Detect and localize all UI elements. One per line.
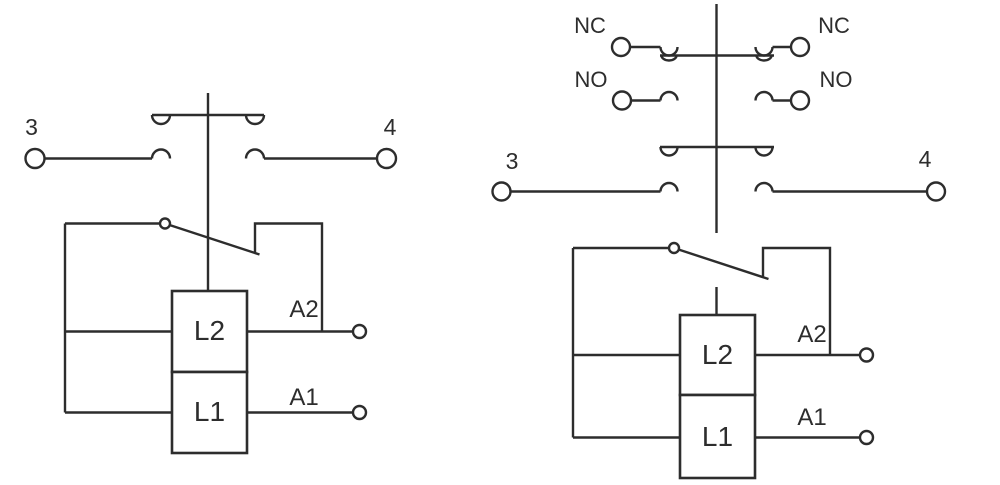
terminal-3-label: 3: [506, 148, 519, 174]
fixed-contact-bump-right: [244, 148, 266, 159]
coil-L2-label: L2: [702, 339, 733, 370]
pivot-circle: [667, 241, 681, 255]
terminal-A1-label: A1: [289, 384, 318, 411]
main-bridge-cup-right: [754, 146, 774, 157]
switch-blade: [678, 248, 769, 281]
terminal-A1-circle: [858, 429, 875, 446]
terminal-4-label: 4: [919, 146, 932, 172]
terminal-3-circle: [24, 147, 46, 170]
terminal-3-label: 3: [25, 114, 38, 140]
aux-nc-left-label: NC: [574, 13, 606, 38]
terminal-A1-label: A1: [797, 404, 826, 431]
fixed-contact-bump-left: [150, 148, 172, 159]
left-diagram: 3 4 L2 L1 A2 A1: [24, 93, 398, 455]
terminal-A1-circle: [351, 404, 368, 421]
hook-wire: [761, 246, 832, 355]
aux-no-right-terminal-circle: [789, 90, 811, 111]
fixed-contact-bump-right: [754, 181, 774, 192]
terminal-4-circle: [375, 147, 398, 170]
aux-nc-left-bridge-bump: [660, 55, 678, 62]
coil-block-L1: [170, 370, 249, 455]
aux-no-left-terminal-circle: [611, 90, 633, 111]
main-bridge-cup-left: [659, 146, 679, 157]
aux-no-right-contact-bump: [754, 90, 774, 101]
aux-no-left-contact-bump: [659, 90, 679, 101]
fixed-contact-bump-left: [659, 181, 679, 192]
coil-L2-label: L2: [194, 315, 225, 346]
bridge-contact-cup-left: [150, 114, 172, 126]
aux-nc-right-bridge-bump: [755, 55, 773, 62]
aux-nc-right-label: NC: [818, 13, 850, 38]
terminal-A2-circle: [351, 323, 368, 340]
aux-no-left-label: NO: [575, 67, 608, 92]
coil-L1-label: L1: [194, 396, 225, 427]
right-diagram: NC NC NO NO 3 4: [491, 4, 947, 480]
coil-L1-label: L1: [702, 421, 733, 452]
terminal-3-circle: [491, 181, 512, 202]
terminal-A2-circle: [858, 347, 875, 363]
aux-nc-left-contact-cup: [659, 46, 679, 57]
terminal-4-label: 4: [384, 114, 397, 140]
aux-nc-right-contact-cup: [754, 46, 774, 57]
bridge-contact-cup-right: [244, 114, 266, 126]
terminal-A2-label: A2: [289, 296, 318, 323]
terminal-A2-label: A2: [797, 321, 826, 348]
aux-nc-right-terminal-circle: [789, 36, 811, 58]
aux-nc-left-terminal-circle: [610, 36, 632, 58]
switch-blade: [169, 223, 260, 256]
pivot-circle: [158, 217, 172, 230]
aux-no-right-label: NO: [820, 67, 853, 92]
hook-wire: [253, 222, 324, 332]
terminal-4-circle: [925, 181, 947, 202]
